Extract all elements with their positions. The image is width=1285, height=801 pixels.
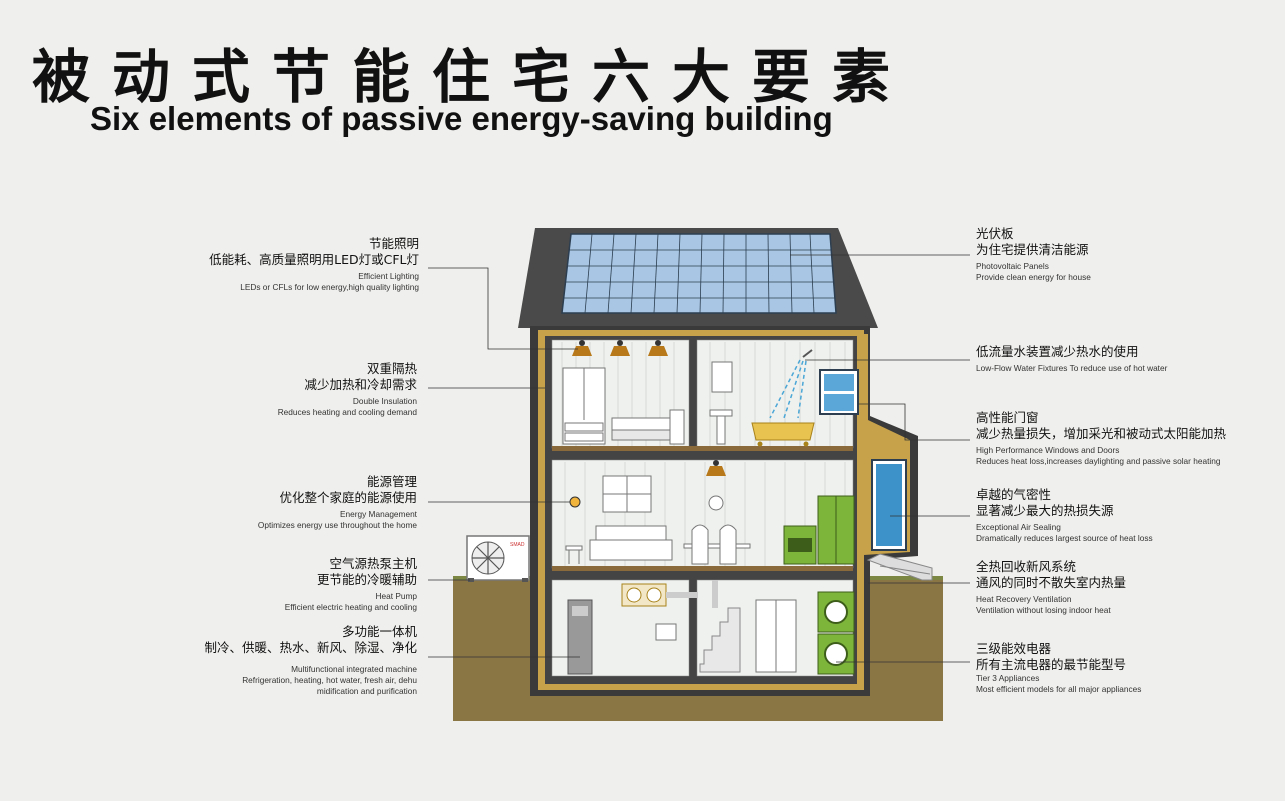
bathtub xyxy=(751,422,815,447)
basement-cabinet xyxy=(755,599,797,673)
window-top xyxy=(819,369,859,415)
label-energy-management: 能源管理 优化整个家庭的能源使用 Energy Management Optim… xyxy=(257,474,417,530)
mirror xyxy=(711,361,733,393)
energy-manager xyxy=(569,496,581,508)
label-high-performance-windows: 高性能门窗 减少热量损失，增加采光和被动式太阳能加热 High Performa… xyxy=(976,410,1227,466)
title-chinese: 被动式节能住宅六大要素 xyxy=(32,43,913,111)
integrated-machine xyxy=(567,599,593,675)
title-english: Six elements of passive energy-saving bu… xyxy=(90,100,833,137)
fridge-green xyxy=(817,495,855,565)
label-integrated-machine: 多功能一体机 制冷、供暖、热水、新风、除湿、净化 Multifunctional… xyxy=(204,624,417,696)
side-table xyxy=(565,545,583,564)
ceiling-lamps xyxy=(572,340,726,476)
heat-pump-brand: SMAD xyxy=(510,542,525,548)
label-photovoltaic: 光伏板 为住宅提供清洁能源 Photovoltaic Panels Provid… xyxy=(976,226,1091,282)
sofa xyxy=(589,525,673,561)
steps xyxy=(866,553,933,581)
label-air-sealing: 卓越的气密性 显著减少最大的热损失源 Exceptional Air Seali… xyxy=(976,487,1153,543)
label-efficient-lighting: 节能照明 低能耗、高质量照明用LED灯或CFL灯 Efficient Light… xyxy=(209,236,419,292)
hrv-unit xyxy=(621,583,698,607)
leader-lines xyxy=(428,254,970,663)
heat-pump-unit: SMAD xyxy=(466,535,530,582)
dining-set xyxy=(683,524,751,565)
label-tier3-appliances: 三级能效电器 所有主流电器的最节能型号 Tier 3 Appliances Mo… xyxy=(976,641,1142,694)
wall-clock xyxy=(708,495,724,511)
stove-green xyxy=(783,525,817,565)
living-window xyxy=(602,475,652,513)
patio-door xyxy=(871,459,907,551)
solar-panel xyxy=(561,233,837,314)
label-double-insulation: 双重隔热 减少加热和冷却需求 Double Insulation Reduces… xyxy=(277,361,417,417)
label-heat-recovery-ventilation: 全热回收新风系统 通风的同时不散失室内热量 Heat Recovery Vent… xyxy=(976,559,1127,615)
shower xyxy=(769,349,813,419)
bed xyxy=(611,409,685,445)
label-heat-pump: 空气源热泵主机 更节能的冷暖辅助 Heat Pump Efficient ele… xyxy=(284,556,417,612)
wardrobe xyxy=(562,367,606,445)
washer-dryer xyxy=(817,591,855,675)
stairs xyxy=(699,580,741,673)
label-low-flow-water: 低流量水装置减少热水的使用 Low-Flow Water Fixtures To… xyxy=(976,344,1168,373)
control-panel xyxy=(655,623,677,641)
sink xyxy=(709,409,733,445)
